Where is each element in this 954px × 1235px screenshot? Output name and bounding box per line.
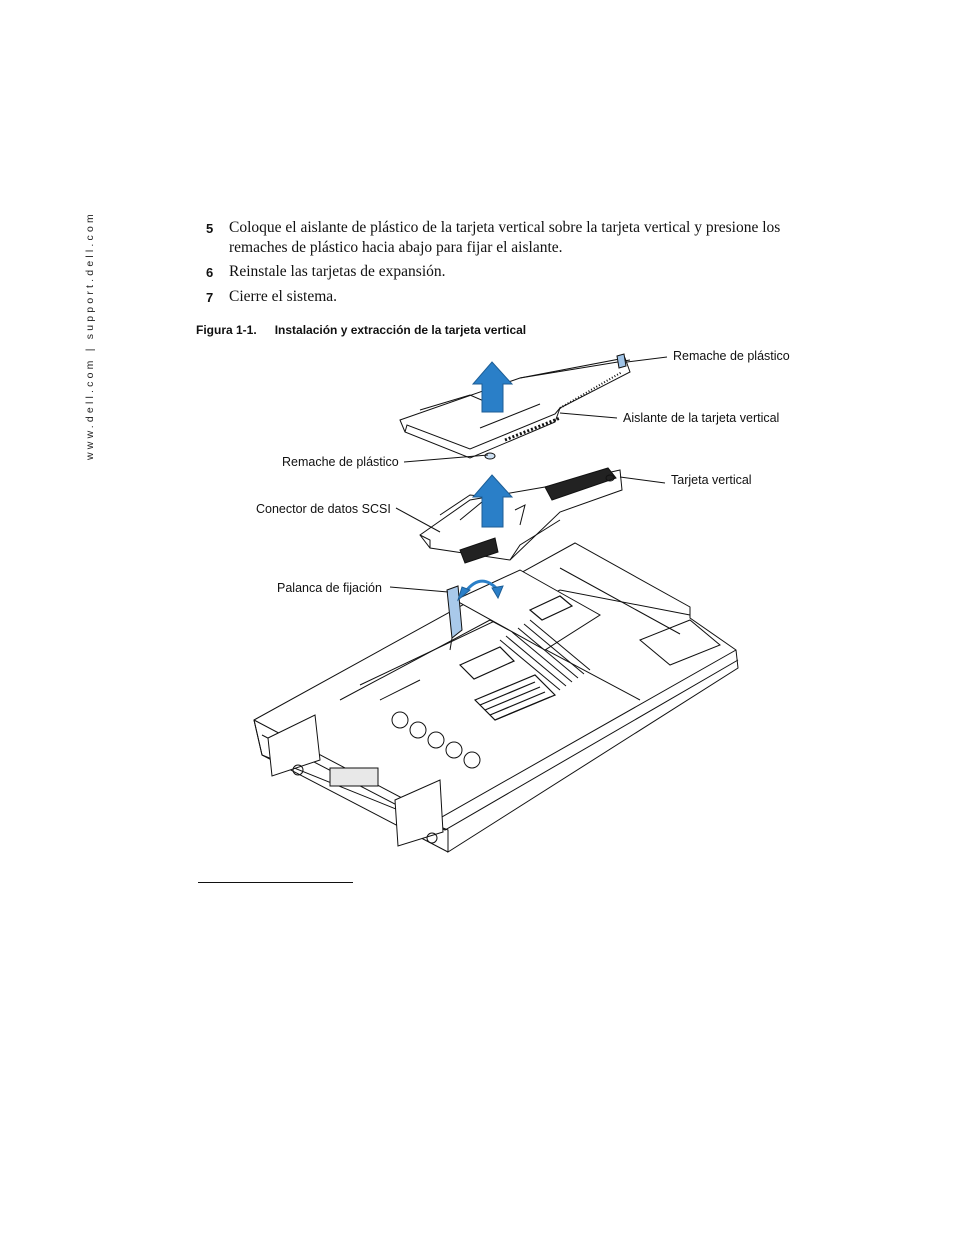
step-7: 7 Cierre el sistema. <box>206 287 786 308</box>
arrow-up-riser <box>471 474 514 528</box>
callout-scsi-connector: Conector de datos SCSI <box>256 502 391 516</box>
figure-label: Figura 1-1. <box>196 323 257 337</box>
callout-rivet-left: Remache de plástico <box>282 455 399 469</box>
riser-card-drawing <box>419 467 623 564</box>
step-5: 5 Coloque el aislante de plástico de la … <box>206 218 786 258</box>
removal-arrows <box>457 361 514 602</box>
step-number: 7 <box>206 290 214 305</box>
footnote-rule <box>198 882 353 883</box>
arrow-up-insulator <box>471 361 514 413</box>
leader-lines <box>389 356 668 593</box>
callout-release-lever: Palanca de fijación <box>277 581 382 595</box>
step-text: Cierre el sistema. <box>229 288 338 305</box>
step-text: Reinstale las tarjetas de expansión. <box>229 263 446 280</box>
callout-insulator: Aislante de la tarjeta vertical <box>623 411 780 425</box>
step-number: 6 <box>206 265 214 280</box>
step-number: 5 <box>206 221 214 236</box>
callout-riser: Tarjeta vertical <box>671 473 752 487</box>
steps-list: 5 Coloque el aislante de plástico de la … <box>206 218 786 312</box>
riser-insulator-drawing <box>399 353 631 460</box>
figure-title: Instalación y extracción de la tarjeta v… <box>274 323 527 337</box>
step-text: Coloque el aislante de plástico de la ta… <box>229 219 781 256</box>
callout-rivet-top: Remache de plástico <box>673 349 790 363</box>
step-6: 6 Reinstale las tarjetas de expansión. <box>206 262 786 283</box>
server-chassis-drawing <box>253 542 739 853</box>
figure-caption: Figura 1-1. Instalación y extracción de l… <box>196 323 526 337</box>
